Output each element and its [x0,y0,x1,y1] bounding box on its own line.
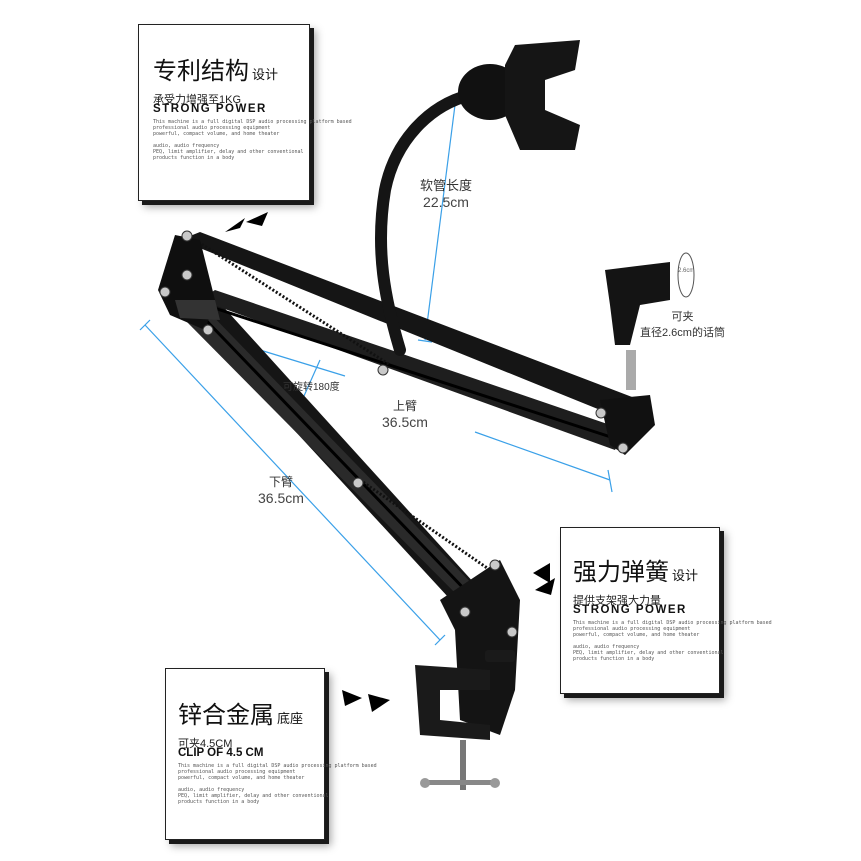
mic-clip-label: 可夹 直径2.6cm的话筒 [640,308,725,340]
phone-holder [458,40,580,150]
box-title-main: 锌合金属 [178,701,274,729]
box-title-suffix: 设计 [672,569,699,584]
springs [194,238,491,572]
mic-clip-desc: 直径2.6cm的话筒 [640,327,725,339]
box-strong-text: STRONG POWER [573,604,687,616]
box-title-main: 专利结构 [153,57,249,85]
pointer-arrows [225,212,555,712]
box-subtitle: 承受力增强至1KG [153,94,242,106]
lower-arm-length: 36.5cm [258,490,304,506]
box-title-suffix: 设计 [252,68,279,83]
box-fine-text-2: audio, audio frequency PEQ, limit amplif… [153,143,304,161]
box-strong-text: STRONG POWER [153,103,267,115]
box-title-main: 强力弹簧 [573,558,669,586]
hose-length-name: 软管长度 [420,178,473,193]
lower-arm [165,270,485,610]
box-subtitle: 提供支架强大力量 [573,595,661,607]
dimension-lines [139,104,613,646]
box-strong-text: CLIP OF 4.5 CM [178,747,264,759]
hose-length-label: 软管长度 22.5cm [420,175,472,210]
box-title-suffix: 底座 [277,712,304,727]
lower-arm-name: 下臂 [268,475,293,489]
lower-arm-label: 下臂 36.5cm [258,473,304,506]
upper-arm-name: 上臂 [392,399,417,413]
screws [159,230,629,638]
spring-design-box: 强力弹簧设计 提供支架强大力量 STRONG POWER This machin… [560,527,772,694]
base-design-box: 锌合金属底座 可夹4.5CM CLIP OF 4.5 CM This machi… [165,668,377,840]
box-fine-text: This machine is a full digital DSP audio… [573,620,772,638]
patent-structure-box: 专利结构设计 承受力增强至1KG STRONG POWER This machi… [138,24,352,201]
box-fine-text: This machine is a full digital DSP audio… [178,763,377,781]
box-fine-text: This machine is a full digital DSP audio… [153,119,352,137]
base-bracket [440,560,520,735]
box-title: 锌合金属底座 [178,695,303,730]
upper-arm [180,232,640,450]
mic-clip [605,252,695,390]
mic-clip-dimension: 2.6cm [678,268,695,274]
rotate-label: 可旋转180度 [283,382,340,393]
box-title: 专利结构设计 [153,51,278,86]
box-title: 强力弹簧设计 [573,552,698,587]
mic-clip-name: 可夹 [671,311,694,323]
upper-arm-label: 上臂 36.5cm [382,397,428,430]
box-fine-text-2: audio, audio frequency PEQ, limit amplif… [573,644,724,662]
box-subtitle: 可夹4.5CM [178,738,233,750]
gooseneck-hose [375,89,476,356]
box-fine-text-2: audio, audio frequency PEQ, limit amplif… [178,787,329,805]
upper-arm-length: 36.5cm [382,414,428,430]
hose-length-value: 22.5cm [423,194,469,210]
desk-clamp [415,650,515,790]
